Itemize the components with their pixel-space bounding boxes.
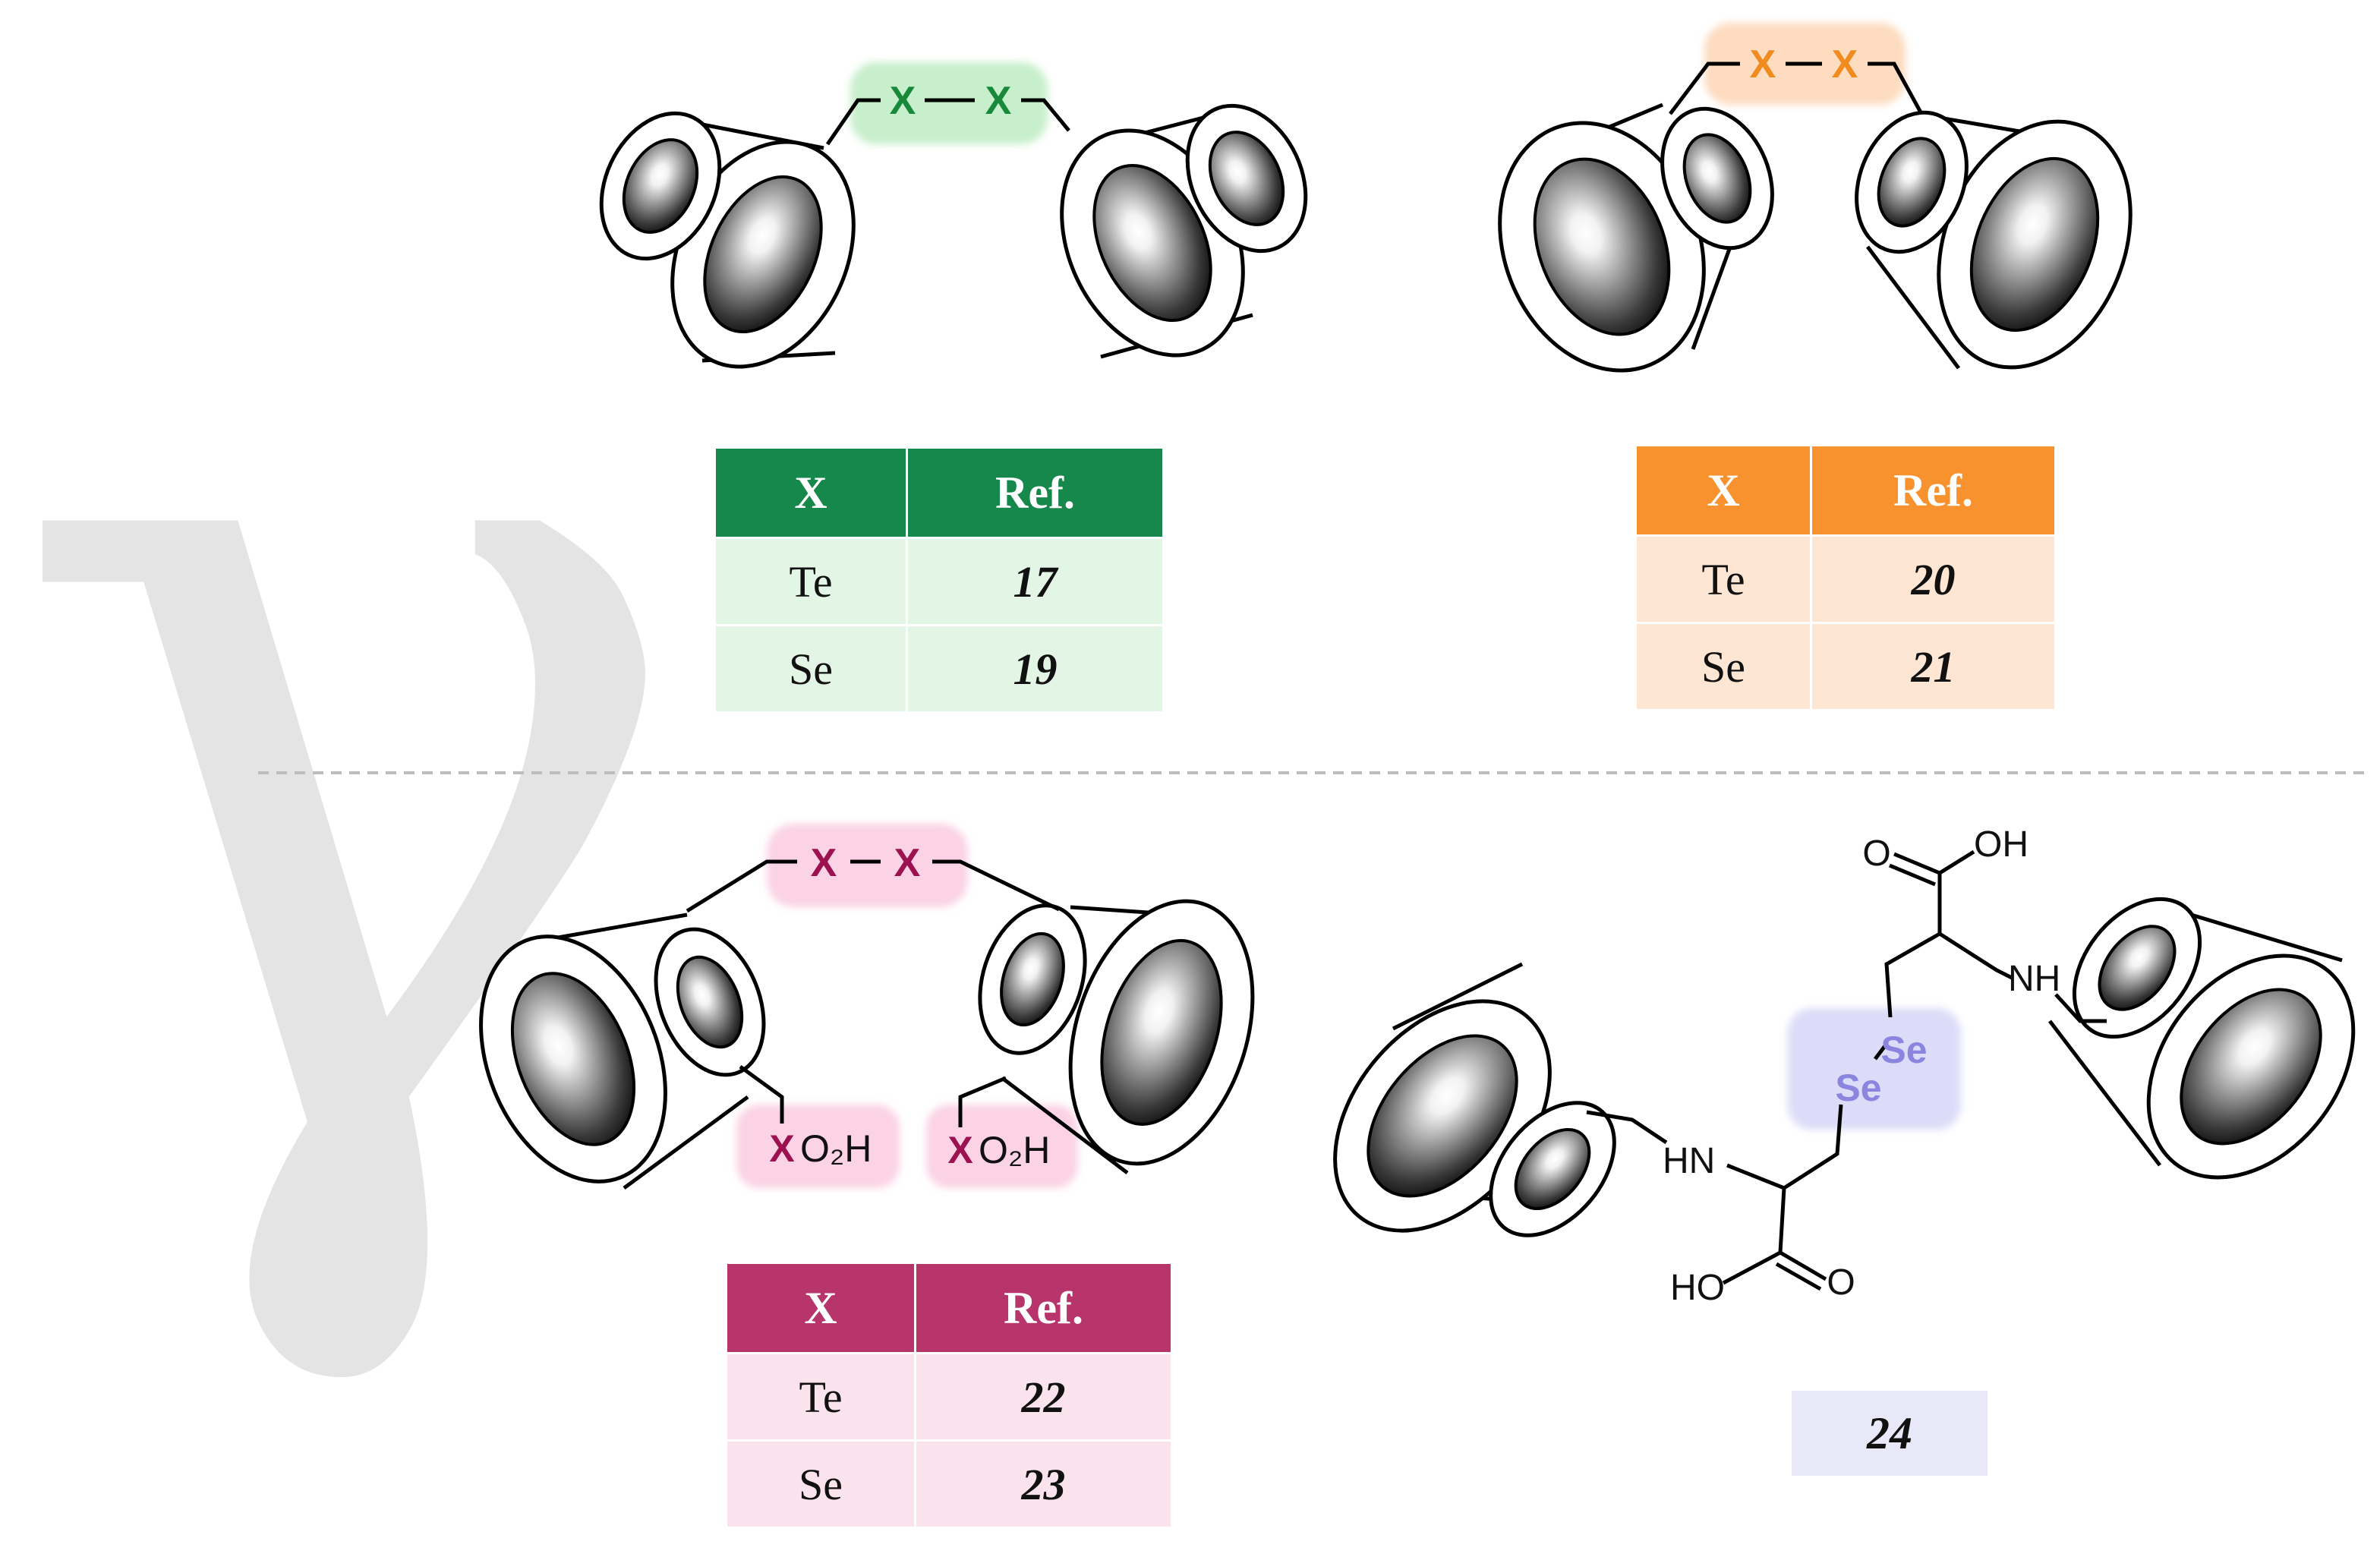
selenium-atom: Se [1835, 1067, 1881, 1109]
linker-atom: X [1832, 43, 1858, 87]
cyclodextrin-cone [978, 899, 1255, 1174]
table-cell: Te [714, 537, 908, 626]
table-cell: 22 [914, 1352, 1173, 1442]
bottom-right-structure: Se Se NH HN O OH HO O [1333, 824, 2356, 1308]
nh-group: NH [2008, 959, 2060, 999]
table-header: Ref. [906, 446, 1165, 539]
linker-atom: X [811, 841, 837, 885]
substituent-group: O₂H [979, 1129, 1050, 1171]
table-header: Ref. [1810, 444, 2057, 537]
selenium-atom: Se [1880, 1029, 1927, 1071]
reference-table-bottom-left: X Ref. Te 22 Se 23 [725, 1262, 1173, 1529]
table-cell: 23 [914, 1439, 1173, 1529]
top-right-structure: X X [1498, 23, 2133, 373]
table-row: Te 20 [1634, 534, 2057, 624]
gamma-background-glyph: γ [0, 39, 703, 1409]
hydroxyl-group: HO [1670, 1268, 1725, 1308]
table-header: X [1634, 444, 1812, 537]
substituent-group: O₂H [800, 1127, 872, 1170]
carbonyl-oxygen: O [1827, 1262, 1855, 1303]
table-row: Se 23 [725, 1439, 1173, 1529]
hydroxyl-group: OH [1974, 824, 2029, 865]
cyclodextrin-cone [1060, 103, 1308, 359]
table-cell: 21 [1810, 622, 2057, 711]
substituent-atom: X [947, 1129, 972, 1171]
cyclodextrin-cone [1333, 962, 1616, 1237]
reference-table-top-right: X Ref. Te 20 Se 21 [1634, 444, 2057, 711]
table-cell: Se [725, 1439, 916, 1529]
linker-atom: X [894, 841, 921, 885]
cyclodextrin-cone [479, 912, 766, 1190]
table-header: X [714, 446, 908, 539]
substituent-highlight [926, 1105, 1078, 1188]
table-row: Te 22 [725, 1352, 1173, 1442]
table-header: X [725, 1262, 916, 1354]
table-cell: Te [725, 1352, 916, 1442]
table-header: Ref. [914, 1262, 1173, 1354]
reference-table-top-left: X Ref. Te 17 Se 19 [714, 446, 1165, 714]
table-row: Se 21 [1634, 622, 2057, 711]
compound-label-24: 24 [1792, 1391, 1988, 1476]
cyclodextrin-cone [599, 111, 856, 369]
table-cell: Se [714, 624, 908, 714]
carbonyl-oxygen: O [1862, 834, 1890, 874]
substituent-atom: X [769, 1127, 794, 1170]
table-row: Se 19 [714, 624, 1165, 714]
bottom-left-structure: X X X O₂H X O₂H [479, 824, 1255, 1190]
linker-atom: X [890, 79, 916, 123]
substituent-highlight [736, 1105, 900, 1188]
linker-atom: X [1750, 43, 1776, 87]
cyclodextrin-cone [2048, 897, 2356, 1180]
cyclodextrin-cone [1855, 110, 2133, 370]
table-cell: 20 [1810, 534, 2057, 624]
linker-atom: X [985, 79, 1012, 123]
top-left-structure: X X [599, 62, 1308, 369]
table-cell: Te [1634, 534, 1812, 624]
cyclodextrin-cone [1498, 102, 1774, 373]
linker-highlight [767, 824, 968, 907]
diselenide-highlight [1788, 1008, 1961, 1130]
table-cell: 19 [906, 624, 1165, 714]
table-cell: 17 [906, 537, 1165, 626]
hn-group: HN [1663, 1141, 1715, 1181]
table-row: Te 17 [714, 537, 1165, 626]
linker-highlight [850, 62, 1048, 144]
table-cell: Se [1634, 622, 1812, 711]
